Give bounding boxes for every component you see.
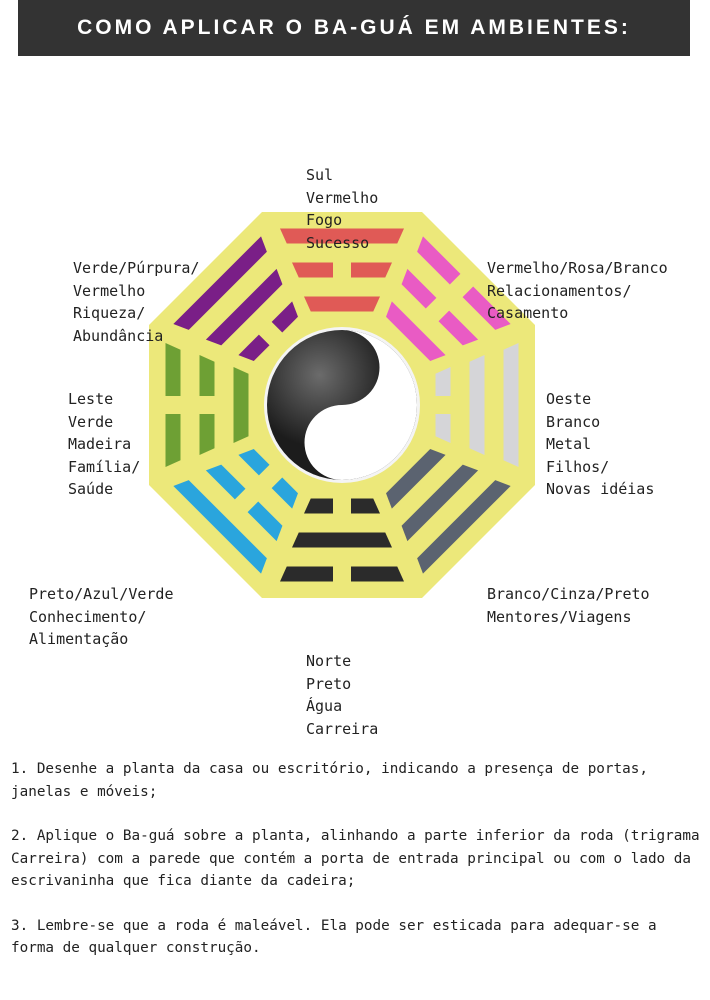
trigram-southeast-line-3-part-2 <box>238 334 270 361</box>
trigram-east-line-2-part-2 <box>199 414 215 455</box>
trigram-north-line-3-part-2 <box>351 498 380 514</box>
yin-yang-symbol <box>264 327 420 483</box>
trigram-west-line-3-part-2 <box>435 367 451 396</box>
instruction-step-2: 2. Aplique o Ba-guá sobre a planta, alin… <box>11 828 700 889</box>
trigram-south <box>280 228 404 312</box>
instruction-step-3: 3. Lembre-se que a roda é maleável. Ela … <box>11 917 657 957</box>
trigram-east-line-1-part-2 <box>165 414 181 467</box>
trigram-west <box>435 343 519 467</box>
trigram-south-line-2-part-1 <box>351 262 392 278</box>
trigram-southeast <box>173 236 298 361</box>
trigram-northeast-line-3-part-2 <box>271 477 298 509</box>
bagua-diagram <box>149 212 535 598</box>
trigram-west-line-2 <box>469 355 485 455</box>
trigram-north-line-2 <box>292 532 392 548</box>
trigram-south-line-1 <box>280 228 404 244</box>
trigram-north-line-3-part-1 <box>304 498 333 514</box>
trigram-south-line-2-part-2 <box>292 262 333 278</box>
trigram-west-line-1 <box>503 343 519 467</box>
trigram-southwest-line-1-part-2 <box>417 236 461 285</box>
instructions: 1. Desenhe a planta da casa ou escritóri… <box>11 758 706 982</box>
trigram-north-line-1-part-2 <box>351 566 404 582</box>
trigram-north-line-1-part-1 <box>280 566 333 582</box>
trigram-northeast-line-2-part-2 <box>247 501 283 542</box>
trigram-southwest <box>386 236 511 361</box>
trigram-southeast-line-2 <box>205 268 283 346</box>
trigram-south-line-3 <box>304 296 380 312</box>
trigram-southeast-line-3-part-1 <box>271 301 298 333</box>
trigram-northwest-line-1 <box>417 480 511 574</box>
trigram-southwest-line-1-part-1 <box>462 286 511 330</box>
trigram-northwest <box>386 449 511 574</box>
trigram-northeast-line-1 <box>173 480 267 574</box>
page-title: COMO APLICAR O BA-GUÁ EM AMBIENTES: <box>18 0 690 56</box>
trigram-southeast-line-1 <box>173 236 267 330</box>
trigram-east-line-2-part-1 <box>199 355 215 396</box>
trigram-southwest-line-2-part-2 <box>401 268 437 309</box>
trigram-west-line-3-part-1 <box>435 414 451 443</box>
instruction-step-1: 1. Desenhe a planta da casa ou escritóri… <box>11 761 648 800</box>
trigram-east-line-3 <box>233 367 249 443</box>
trigram-east-line-1-part-1 <box>165 343 181 396</box>
trigrams <box>165 228 519 582</box>
trigram-northeast <box>173 449 298 574</box>
yin-yang-shine <box>267 330 417 480</box>
trigram-north <box>280 498 404 582</box>
trigram-northeast-line-2-part-1 <box>205 464 246 500</box>
trigram-northwest-line-2 <box>401 464 479 542</box>
trigram-northeast-line-3-part-1 <box>238 449 270 476</box>
trigram-southwest-line-2-part-1 <box>438 310 479 346</box>
trigram-southwest-line-3 <box>386 301 446 361</box>
trigram-east <box>165 343 249 467</box>
trigram-northwest-line-3 <box>386 449 446 509</box>
